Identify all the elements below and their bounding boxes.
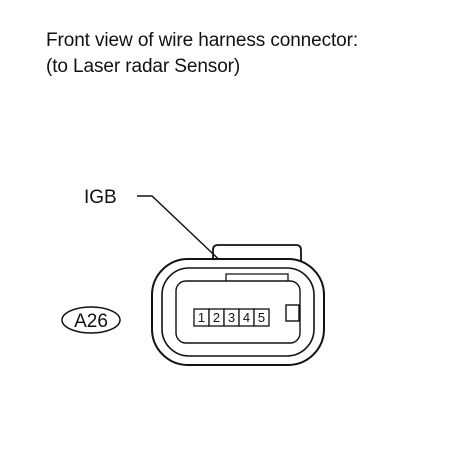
locking-tab: [212, 244, 302, 262]
housing-inner-rim: [161, 267, 315, 357]
diagram-caption: Front view of wire harness connector: (t…: [46, 28, 358, 80]
keying-block: [285, 304, 300, 322]
pin-cell-5: [253, 308, 270, 327]
pin-number-1: 1: [198, 310, 205, 325]
inner-tab-notch: [225, 273, 289, 281]
connector-code-label: A26: [74, 311, 108, 332]
connector-code-ellipse: [61, 306, 121, 334]
terminal-cavity: [175, 280, 301, 344]
pin-number-2: 2: [213, 310, 220, 325]
caption-line-1: Front view of wire harness connector:: [46, 30, 359, 51]
connector-code-badge: A26: [61, 306, 121, 334]
connector-housing: [151, 244, 325, 366]
pin-number-4: 4: [243, 310, 250, 325]
caption-line-2: (to Laser radar Sensor): [46, 56, 241, 77]
pin-callout-label: IGB: [84, 187, 117, 208]
pin-number-5: 5: [258, 310, 265, 325]
pin-number-3: 3: [228, 310, 235, 325]
